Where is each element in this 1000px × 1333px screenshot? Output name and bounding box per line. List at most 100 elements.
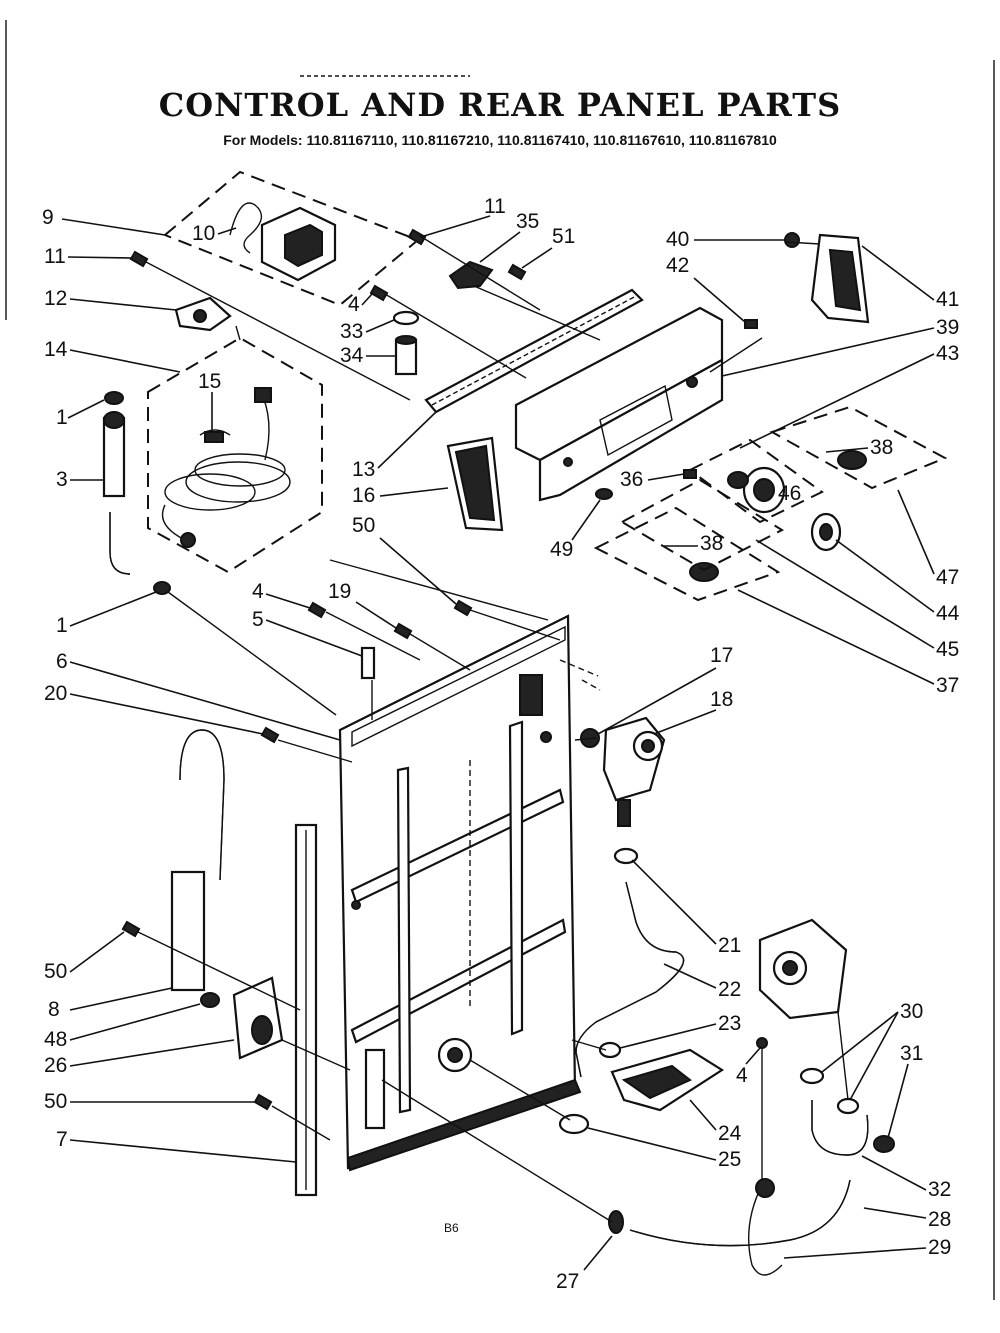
- part-pump-motor: [758, 918, 848, 1020]
- part-16-cover: [446, 436, 504, 532]
- part-transformer: [260, 206, 337, 282]
- callout-51: 51: [552, 225, 575, 248]
- part-8-drain-hose: [170, 729, 225, 992]
- screw-4-top: [369, 284, 389, 302]
- callout-9: 9: [42, 206, 54, 229]
- group-45-outline: [619, 478, 785, 572]
- callout-50-top: 50: [352, 514, 375, 537]
- part-21-clamp: [613, 847, 639, 865]
- part-38-knob-upper: [837, 450, 867, 470]
- model-numbers: For Models: 110.81167110, 110.81167210, …: [223, 132, 777, 148]
- part-36-screw: [683, 469, 697, 479]
- part-wiring-10: [229, 202, 263, 254]
- screw-11-left: [129, 250, 149, 268]
- callout-6: 6: [56, 650, 68, 673]
- callout-22: 22: [718, 978, 741, 1001]
- part-24-pump-bracket: [610, 1048, 725, 1112]
- callout-42: 42: [666, 254, 689, 277]
- part-26-bracket: [232, 976, 284, 1060]
- callout-16: 16: [352, 484, 375, 507]
- callout-21: 21: [718, 934, 741, 957]
- callout-20: 20: [44, 682, 67, 705]
- callout-50-left: 50: [44, 960, 67, 983]
- part-1-clamp-top: [104, 391, 124, 405]
- callout-28: 28: [928, 1208, 951, 1231]
- callout-29: 29: [928, 1236, 951, 1259]
- callout-37: 37: [936, 674, 959, 697]
- part-46-dial: [727, 466, 786, 514]
- part-35-clip: [448, 260, 494, 290]
- part-29-cord: [748, 1037, 783, 1276]
- callout-8: 8: [48, 998, 60, 1021]
- callout-40: 40: [666, 228, 689, 251]
- callout-4-top: 4: [348, 293, 360, 316]
- callout-34: 34: [340, 344, 364, 367]
- callout-17: 17: [710, 644, 733, 667]
- callout-10: 10: [192, 222, 215, 245]
- part-6-rear-panel: [338, 614, 577, 1170]
- callout-44: 44: [936, 602, 960, 625]
- part-32-hose: [811, 1100, 869, 1156]
- callout-26: 26: [44, 1054, 67, 1077]
- callout-32: 32: [928, 1178, 951, 1201]
- part-1-clamp-bottom: [153, 581, 171, 595]
- part-34-capacitor: [394, 335, 418, 376]
- part-5-clip: [360, 646, 376, 680]
- callout-36: 36: [620, 468, 643, 491]
- part-27-clamp: [608, 1210, 624, 1234]
- callout-33: 33: [340, 320, 363, 343]
- part-23-clamp: [598, 1041, 622, 1059]
- part-4-screw-mid: [307, 601, 327, 619]
- footer-code: B6: [444, 1221, 459, 1235]
- callout-45: 45: [936, 638, 959, 661]
- callout-4-low: 4: [736, 1064, 748, 1087]
- page-title: CONTROL AND REAR PANEL PARTS: [158, 86, 842, 124]
- part-7-rail: [294, 823, 318, 1197]
- callout-35: 35: [516, 210, 539, 233]
- part-39-console: [514, 306, 724, 502]
- callout-49: 49: [550, 538, 573, 561]
- part-33-bracket: [392, 310, 420, 326]
- part-38-knob-lower: [689, 562, 719, 582]
- callout-38-lower: 38: [700, 532, 723, 555]
- callout-43: 43: [936, 342, 959, 365]
- callout-38-upper: 38: [870, 436, 893, 459]
- part-22-fill-hose: [575, 881, 685, 1078]
- callout-13: 13: [352, 458, 375, 481]
- part-18-water-valve: [602, 716, 666, 827]
- callout-11-left: 11: [44, 245, 66, 268]
- callout-23: 23: [718, 1012, 741, 1035]
- screw-11-top: [407, 228, 427, 246]
- part-31-ring: [873, 1135, 895, 1153]
- part-50-screw-left: [121, 920, 141, 938]
- callout-11-top: 11: [484, 195, 506, 218]
- callout-19: 19: [328, 580, 351, 603]
- callout-27: 27: [556, 1270, 579, 1293]
- part-25-seal: [558, 1113, 590, 1135]
- part-41-bracket: [810, 233, 870, 324]
- explode-lines: [137, 235, 849, 1223]
- callout-46: 46: [778, 482, 801, 505]
- callout-50-low: 50: [44, 1090, 67, 1113]
- callout-24: 24: [718, 1122, 742, 1145]
- part-48-ring: [200, 992, 220, 1008]
- callout-15: 15: [198, 370, 221, 393]
- part-power-cord: [161, 387, 291, 548]
- callout-4-mid: 4: [252, 580, 264, 603]
- part-19-screw: [393, 622, 413, 640]
- callout-39: 39: [936, 316, 959, 339]
- callout-47: 47: [936, 566, 959, 589]
- part-30-clamp-left: [799, 1067, 825, 1085]
- callout-18: 18: [710, 688, 733, 711]
- group-47-outline: [769, 405, 948, 490]
- part-50-screw-low: [253, 1093, 273, 1111]
- callout-48: 48: [44, 1028, 67, 1051]
- callout-41: 41: [936, 288, 959, 311]
- part-20-screw: [260, 726, 280, 744]
- part-12-switch: [174, 296, 232, 332]
- callout-5: 5: [252, 608, 264, 631]
- part-44-knob: [810, 512, 842, 552]
- callout-1-top: 1: [56, 406, 68, 429]
